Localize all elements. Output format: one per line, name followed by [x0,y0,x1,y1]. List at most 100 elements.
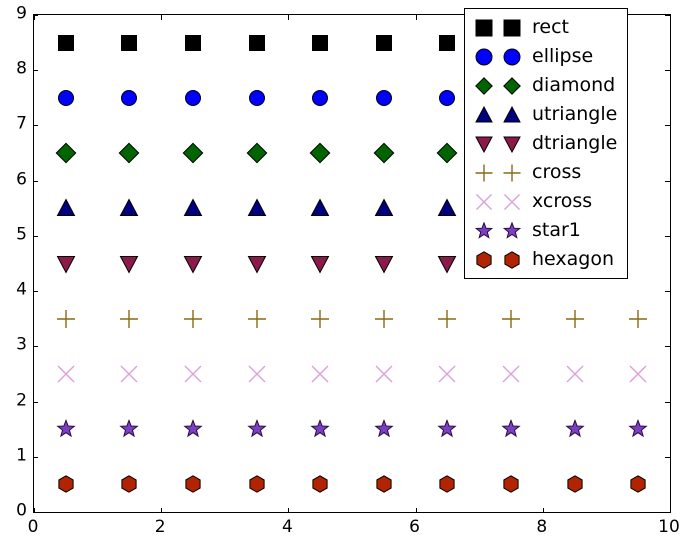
data-point-xcross [56,364,75,383]
legend-label: ellipse [532,45,594,67]
data-point-cross [120,309,139,328]
legend-marker-dtriangle [470,131,498,157]
legend-marker-hexagon [498,247,526,273]
legend-marker-cross [498,160,526,186]
data-point-diamond [55,142,77,164]
legend-item-cross: cross [470,158,620,187]
data-point-rect [121,34,138,51]
data-point-dtriangle [56,254,76,273]
data-point-hexagon [57,475,75,494]
legend-item-star1: star1 [470,216,620,245]
y-tick [33,456,38,458]
data-point-ellipse [439,89,456,106]
legend-marker-diamond [470,73,498,99]
y-tick-label: 0 [16,500,27,521]
data-point-xcross [120,364,139,383]
x-tick [542,508,544,513]
data-point-diamond [118,142,140,164]
legend-marker-hexagon [470,247,498,273]
legend-item-xcross: xcross [470,187,620,216]
y-tick-right [665,235,670,237]
legend-marker-ellipse [470,44,498,70]
data-point-dtriangle [183,254,203,273]
y-tick-label: 8 [16,58,27,79]
data-point-utriangle [120,198,139,218]
y-tick-label: 2 [16,390,27,411]
data-point-dtriangle [120,254,139,273]
data-point-star1 [565,419,585,439]
data-point-ellipse [185,89,202,106]
data-point-utriangle [438,198,457,218]
data-point-ellipse [57,89,74,106]
legend-marker-star1 [498,218,526,244]
data-point-star1 [501,419,521,439]
legend-item-dtriangle: dtriangle [470,129,620,158]
data-point-hexagon [248,475,266,494]
x-tick-top [415,15,417,20]
x-tick [288,508,290,513]
y-tick-label: 5 [16,224,27,245]
data-point-xcross [247,364,266,383]
legend-label: cross [532,161,582,183]
data-point-cross [247,309,266,328]
y-tick-right [665,346,670,348]
y-tick-right [665,15,670,16]
data-point-diamond [309,142,331,164]
data-point-cross [374,309,393,328]
legend-marker-diamond [498,73,526,99]
x-tick-label: 4 [281,517,293,537]
data-point-ellipse [312,89,329,106]
legend-marker-dtriangle [498,131,526,157]
data-point-utriangle [310,198,330,218]
x-tick-label: 8 [536,517,548,537]
data-point-xcross [565,364,584,383]
x-tick-label: 2 [154,517,166,537]
legend-label: hexagon [532,248,615,270]
data-point-xcross [502,364,521,383]
data-point-dtriangle [374,254,394,273]
y-tick-label: 1 [16,445,27,466]
y-tick-label: 7 [16,113,27,134]
x-tick-label: 10 [658,517,680,537]
data-point-hexagon [566,475,584,494]
data-point-dtriangle [438,254,457,273]
data-point-hexagon [311,475,329,494]
data-point-star1 [437,419,457,439]
y-tick-label: 3 [16,334,27,355]
y-tick-right [665,180,670,182]
data-point-xcross [374,364,393,383]
legend-label: star1 [532,219,581,241]
data-point-star1 [56,419,76,439]
data-point-cross [565,309,584,328]
legend-marker-cross [470,160,498,186]
x-tick-top [34,15,35,20]
data-point-star1 [628,419,648,439]
data-point-cross [184,309,203,328]
data-point-star1 [374,419,394,439]
x-tick-label: 0 [27,517,39,537]
data-point-xcross [184,364,203,383]
data-point-hexagon [502,475,520,494]
x-tick [415,508,417,513]
legend-label: xcross [532,190,593,212]
y-tick [33,291,38,293]
data-point-star1 [310,419,330,439]
y-tick [33,125,38,127]
data-point-cross [502,309,521,328]
x-tick-top [161,15,163,20]
data-point-dtriangle [247,254,266,273]
y-tick [33,235,38,237]
data-point-hexagon [629,475,647,494]
legend-marker-utriangle [498,102,526,128]
y-tick-right [665,512,670,513]
data-point-utriangle [247,198,266,218]
data-point-utriangle [183,198,203,218]
y-tick [33,70,38,72]
data-point-diamond [182,142,204,164]
data-point-dtriangle [310,254,330,273]
legend-item-diamond: diamond [470,71,620,100]
data-point-diamond [246,142,268,164]
x-tick [34,508,35,513]
x-tick-top [670,15,671,20]
